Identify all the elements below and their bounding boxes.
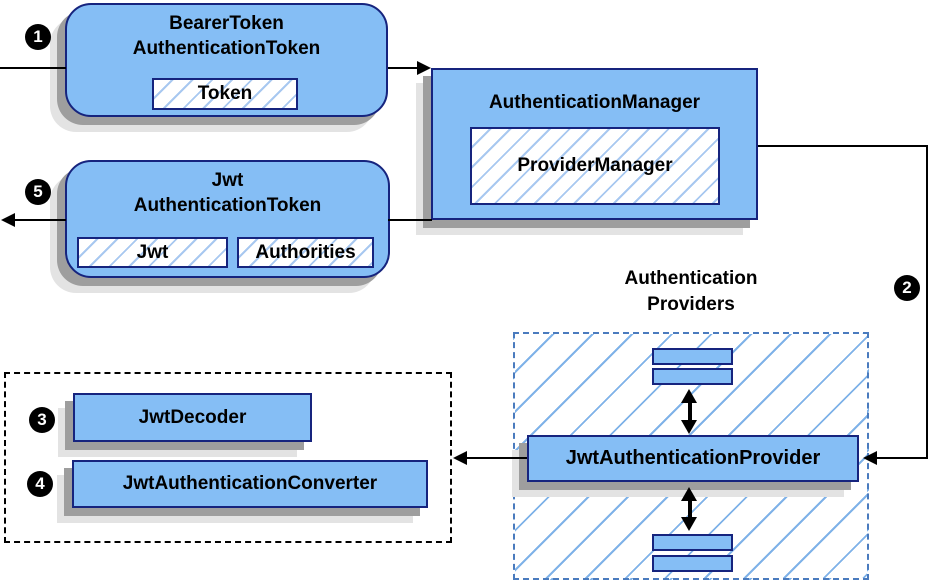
providers-list-bottom-arrow-up-icon [681,487,697,501]
providers-list-bottom-arrow-line [688,499,692,519]
step-4-badge: 4 [27,471,53,497]
bearer-to-manager-arrow-icon [417,61,431,75]
jwt-field: Jwt [77,237,228,268]
step-2-badge: 2 [894,275,920,301]
bearer-token-box-title-line1: BearerToken [169,13,284,34]
outgoing-response-arrow-icon [1,213,15,227]
jwt-decoder-box: JwtDecoder [73,393,312,442]
bearer-to-manager-line [388,67,418,69]
jwt-authentication-provider-box: JwtAuthenticationProvider [527,435,859,482]
token-field: Token [152,78,298,110]
provider-list-item-bar [652,368,733,385]
step-1-badge: 1 [25,24,51,50]
manager-to-provider-arrow-icon [863,451,877,465]
incoming-request-line [0,67,66,69]
authorities-field: Authorities [237,237,374,268]
authentication-providers-label-line2: Providers [647,294,735,315]
manager-to-provider-line-vertical [926,145,928,459]
manager-to-jwt-token-line [388,219,432,221]
provider-to-components-arrow-icon [453,451,467,465]
providers-list-top-arrow-up-icon [681,389,697,403]
providers-list-top-arrow-line [688,401,692,422]
provider-list-item-bar [652,534,733,551]
authentication-providers-label-line1: Authentication [624,268,758,289]
providers-list-bottom-arrow-down-icon [681,517,697,531]
provider-list-item-bar [652,348,733,365]
authentication-manager-title: AuthenticationManager [488,92,701,113]
authentication-providers-label: Authentication Providers [513,266,869,318]
step-5-badge: 5 [25,179,51,205]
providers-list-top-arrow-down-icon [681,420,697,434]
bearer-token-box-title-line2: AuthenticationToken [132,38,321,59]
provider-manager-field: ProviderManager [470,127,720,205]
provider-to-components-line [467,457,527,459]
provider-list-item-bar [652,555,733,572]
jwt-token-box-title-line1: Jwt [211,170,244,191]
manager-to-provider-line-top [758,145,928,147]
outgoing-response-line [15,219,66,221]
manager-to-provider-line-bottom [877,457,928,459]
jwt-authentication-converter-box: JwtAuthenticationConverter [72,460,428,508]
step-3-badge: 3 [29,407,55,433]
jwt-token-box-title-line2: AuthenticationToken [133,195,322,216]
